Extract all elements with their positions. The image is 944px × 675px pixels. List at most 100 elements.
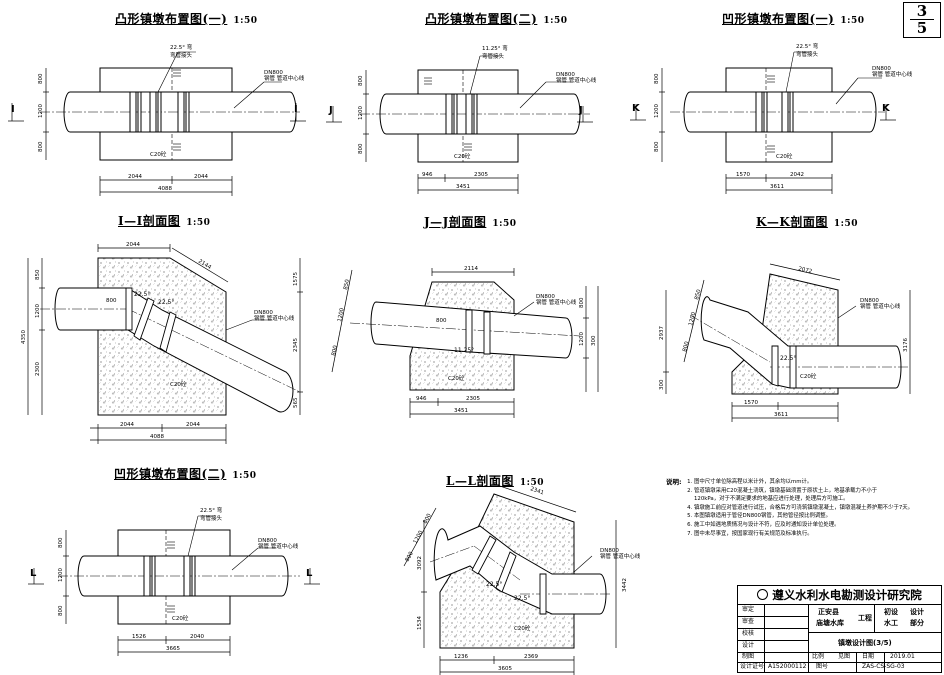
plan4-dim-h2: 3665 <box>166 646 180 652</box>
title-plan-concave-1-text: 凹形镇墩布置图(一) <box>722 12 835 26</box>
tb-line <box>808 632 941 633</box>
note-item: 镇墩施工前应对管道进行试压，合格后方可浇筑镇墩混凝土，镇墩混凝土养护期不少于7天… <box>694 504 938 513</box>
tb-cert-label: 设计证号 <box>740 663 765 670</box>
secI-top-dim0: 2044 <box>126 242 140 248</box>
note-item: 图中尺寸单位除高程以米计外，其余均以mm计。 <box>694 478 938 487</box>
plan3-angle-note2: 弯管接头 <box>796 50 819 58</box>
tb-stage-1: 初设 <box>884 608 898 616</box>
section-view-L <box>403 483 617 675</box>
plan3-pipe-note2: 钢管 管道中心线 <box>872 70 913 78</box>
plan4-pipe-note2: 钢管 管道中心线 <box>258 542 299 550</box>
plan3-pipe-note1: DN800 <box>872 66 891 72</box>
secK-dim-v0: 2937 <box>659 326 665 340</box>
plan1-dim-v2: 800 <box>38 141 44 152</box>
secJ-angle0: 11.25° <box>454 347 474 354</box>
plan3-section-mark-left: K <box>632 103 641 114</box>
plan3-dim-v1: 1200 <box>654 104 660 118</box>
plan3-dim-h2: 3611 <box>770 184 784 190</box>
plan4-dim-h0: 1526 <box>132 634 146 640</box>
secK-angle0: 22.5° <box>780 355 796 362</box>
plan1-dim-h1: 2044 <box>194 174 208 180</box>
secK-block-label: C20砼 <box>800 372 817 380</box>
tb-line <box>738 628 808 629</box>
tb-drawing-no-value: ZAS-CS-SG-03 <box>862 663 905 670</box>
plan1-angle-note2: 弯管接头 <box>170 51 193 59</box>
tb-line <box>874 604 875 632</box>
sheet-number-total: 5 <box>916 19 928 37</box>
plan1-block-label: C20砼 <box>150 150 167 158</box>
plan3-dim-h0: 1570 <box>736 172 750 178</box>
tb-line <box>856 652 857 672</box>
title-sec-K-text: K—K剖面图 <box>756 215 828 229</box>
plan4-section-mark-right: L <box>306 568 313 579</box>
title-plan-convex-1-scale: 1:50 <box>233 16 258 26</box>
plan2-section-mark-right: J <box>578 105 583 116</box>
plan2-dim-v2: 800 <box>358 143 364 154</box>
note-item: 管道镇墩采用C20混凝土浇筑，镇墩基础须置于原状土上，地基承载力不小于 <box>694 487 938 496</box>
tb-label-review: 审定 <box>742 606 755 613</box>
title-plan-convex-2-text: 凸形镇墩布置图(二) <box>425 12 538 26</box>
title-sec-I-text: I—I剖面图 <box>118 214 181 228</box>
notes-block: 说明: 图中尺寸单位除高程以米计外，其余均以mm计。 管道镇墩采用C20混凝土浇… <box>666 478 938 538</box>
plan1-pipe-note2: 钢管 管道中心线 <box>264 74 305 82</box>
secK-dim-v1: 300 <box>659 379 665 390</box>
secJ-dim-r1: 1200 <box>579 332 585 346</box>
secI-dim-r0: 1575 <box>293 272 299 286</box>
plan1-angle-note: 22.5° 弯 <box>170 43 193 51</box>
secI-pipe-note1: DN800 <box>254 310 273 316</box>
institute-logo-icon <box>757 589 769 600</box>
secK-top-dim0: 2072 <box>798 266 813 275</box>
note-item: 图中未尽事宜，按国家现行有关规范及标准执行。 <box>694 530 938 539</box>
tb-line <box>808 604 809 672</box>
tb-label-design: 设计 <box>742 642 755 649</box>
secK-pipe-note2: 钢管 管道中心线 <box>860 302 901 310</box>
secJ-dim-r0: 800 <box>579 297 585 308</box>
secI-pipe-dim: 800 <box>106 298 117 304</box>
tb-line <box>884 652 885 672</box>
plan1-dim-v1: 1200 <box>38 104 44 118</box>
secI-dim-r2: 565 <box>293 397 299 408</box>
plan-view-concave-1 <box>630 51 896 194</box>
plan3-angle-note: 22.5° 弯 <box>796 42 819 50</box>
plan3-section-mark-right: K <box>882 103 891 114</box>
secL-angle1: 22.5° <box>514 595 530 602</box>
secL-dim-h2: 3605 <box>498 666 512 672</box>
secL-slant0: 800 <box>423 512 434 525</box>
title-sec-K-scale: 1:50 <box>833 219 858 229</box>
plan4-dim-v2: 800 <box>58 605 64 616</box>
secJ-pipe-note1: DN800 <box>536 294 555 300</box>
plan1-section-mark-right: I <box>294 104 298 115</box>
notes-list: 图中尺寸单位除高程以米计外，其余均以mm计。 管道镇墩采用C20混凝土浇筑，镇墩… <box>666 478 938 538</box>
secI-dim-v2: 2300 <box>35 362 41 376</box>
plan2-dim-h2: 3451 <box>456 184 470 190</box>
plan4-dim-h1: 2040 <box>190 634 204 640</box>
secI-dim-h2: 4088 <box>150 434 164 440</box>
plan3-dim-v2: 800 <box>654 141 660 152</box>
tb-line <box>738 616 808 617</box>
secJ-dim-h2: 3451 <box>454 408 468 414</box>
plan2-angle-note2: 弯管接头 <box>482 52 505 60</box>
plan2-pipe-note2: 钢管 管道中心线 <box>556 76 597 84</box>
tb-label-check: 审查 <box>742 618 755 625</box>
institute-name: 遵义水利水电勘测设计研究院 <box>738 586 941 605</box>
secI-dim-h0: 2044 <box>120 422 134 428</box>
plan2-pipe-note1: DN800 <box>556 72 575 78</box>
tb-ratio-label: 比例 <box>812 653 825 660</box>
secI-block-label: C20砼 <box>170 380 187 388</box>
secK-slant0: 850 <box>694 288 702 300</box>
note-item: 本图镇墩适用于管径DN800钢管，其他管径按比例调整。 <box>694 512 938 521</box>
secJ-slant1: 1200 <box>337 307 346 322</box>
sheet-number-current: 3 <box>916 2 928 20</box>
plan3-block-label: C20砼 <box>776 152 793 160</box>
plan2-block-label: C20砼 <box>454 152 471 160</box>
secJ-slant2: 800 <box>331 344 339 356</box>
title-plan-convex-2-scale: 1:50 <box>543 16 568 26</box>
tb-cert-value: A152000112 <box>768 663 807 670</box>
title-plan-concave-2-scale: 1:50 <box>232 471 257 481</box>
plan1-dim-v0: 800 <box>38 73 44 84</box>
title-plan-convex-1-text: 凸形镇墩布置图(一) <box>115 12 228 26</box>
secJ-block-label: C20砼 <box>448 374 465 382</box>
